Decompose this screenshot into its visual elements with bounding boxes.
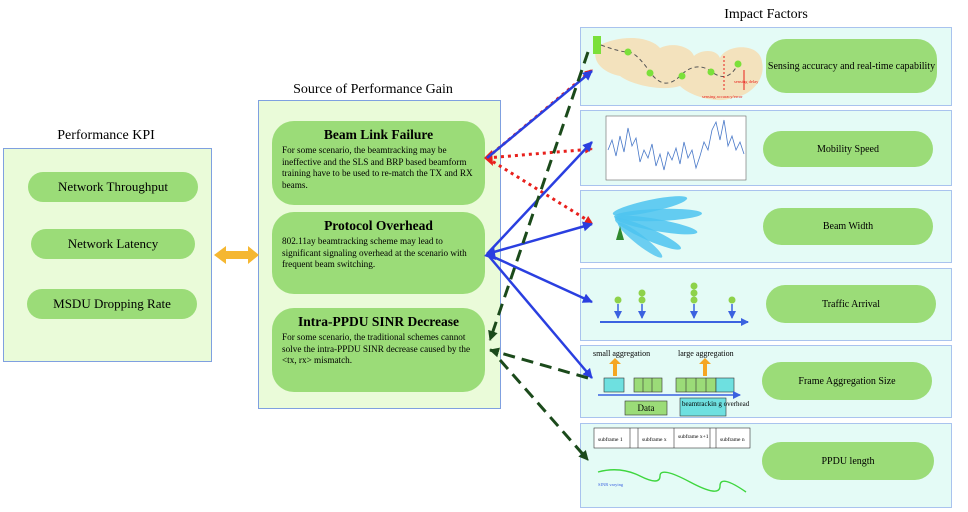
sinr-varying-label: SINR varying [598,482,624,487]
kpi-network-throughput: Network Throughput [28,172,198,202]
source-text-beam-link-failure: For some scenario, the beamtracking may … [282,145,473,190]
blue-arrows [486,70,593,379]
source-protocol-overhead: Protocol Overhead 802.11ay beamtracking … [272,212,485,294]
large-aggregation-label: large aggregation [678,349,734,358]
source-text-intra-ppdu-sinr: For some scenario, the traditional schem… [282,332,471,365]
factor-mobility-speed: Mobility Speed [763,131,933,167]
kpi-msdu-dropping-rate: MSDU Dropping Rate [27,289,197,319]
source-intra-ppdu-sinr: Intra-PPDU SINR Decrease For some scenar… [272,308,485,392]
factor-sensing: Sensing accuracy and real-time capabilit… [766,39,937,93]
kpi-title: Performance KPI [57,128,155,143]
subframe-n-label: subframe n [720,436,745,443]
impact-title: Impact Factors [724,7,808,22]
factor-beam-width: Beam Width [763,208,933,245]
factor-frame-aggregation: Frame Aggregation Size [762,362,932,400]
subframe-x-label: subframe x [642,436,667,443]
blue-arrowhead-source [484,246,496,260]
small-aggregation-label: small aggregation [593,349,650,358]
frame-aggregation-thumbnail: small aggregation large aggregation Data… [593,349,750,417]
sensing-thumbnail: sensing delay sensing accuracy/error [593,36,763,101]
subframe-1-label: subframe 1 [598,436,623,443]
green-arrows [488,51,590,461]
kpi-network-latency: Network Latency [31,229,195,259]
source-title: Source of Performance Gain [293,82,453,97]
kpi-source-arrow [214,246,259,264]
source-title-protocol-overhead: Protocol Overhead [324,218,433,233]
beam-width-thumbnail [612,196,702,258]
traffic-arrival-thumbnail [600,282,749,326]
source-beam-link-failure: Beam Link Failure For some scenario, the… [272,121,485,205]
factor-ppdu-length: PPDU length [762,442,934,480]
mobility-chart-thumbnail [605,115,747,181]
source-title-beam-link-failure: Beam Link Failure [323,127,434,142]
ppdu-length-thumbnail: subframe 1 subframe x subframe x+1 subfr… [593,427,751,493]
factor-traffic-arrival: Traffic Arrival [766,285,936,323]
bt-overhead-label: beamtrackin g overhead [682,400,750,408]
source-text-protocol-overhead: 802.11ay beamtracking scheme may lead to… [282,236,467,269]
sensing-delay-label: sensing delay [734,79,759,84]
sensing-accuracy-label: sensing accuracy/error [702,94,743,99]
data-box-label: Data [638,403,655,413]
source-title-intra-ppdu-sinr: Intra-PPDU SINR Decrease [298,314,459,329]
subframe-x1-label: subframe x+1 [678,433,709,440]
